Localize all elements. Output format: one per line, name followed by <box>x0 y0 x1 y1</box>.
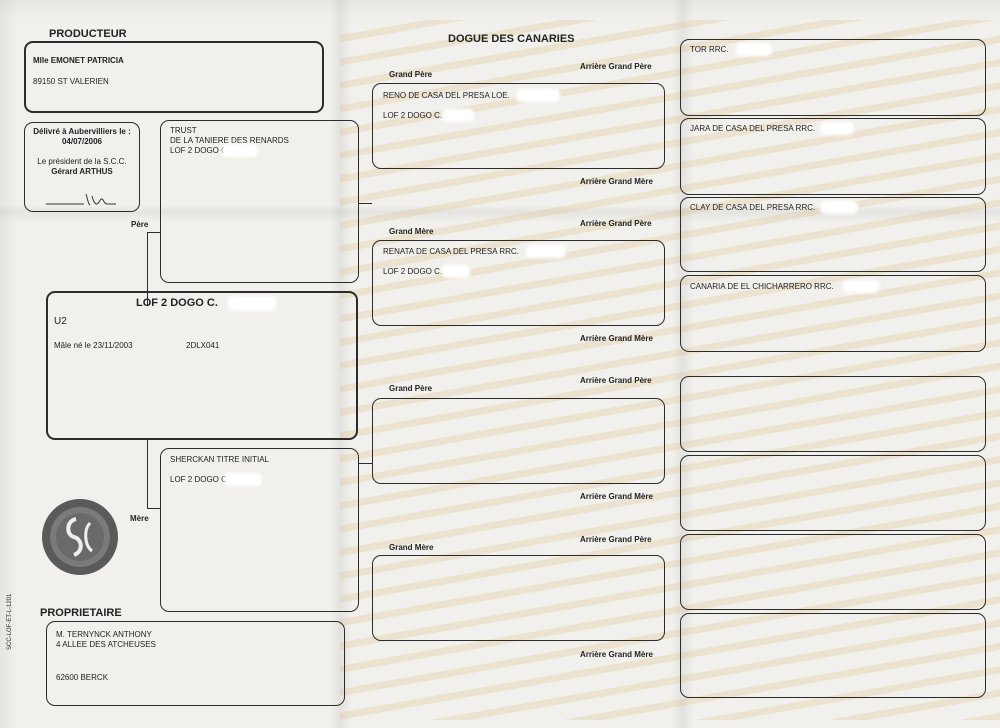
mother-box <box>160 448 359 612</box>
dog-sex-birth: Mâle né le 23/11/2003 <box>54 341 133 350</box>
owner-box <box>46 621 345 706</box>
form-code: SCC-LOF-ET-L-1201 <box>7 593 13 650</box>
dog-box <box>46 291 358 440</box>
grandmother-label: Grand Mère <box>389 227 434 236</box>
ancestor-box-7 <box>680 534 986 610</box>
ggm-label: Arrière Grand Mère <box>580 650 653 659</box>
ancestor-2-name: JARA DE CASA DEL PRESA RRC. <box>690 124 816 133</box>
owner-name: M. TERNYNCK ANTHONY <box>56 630 152 639</box>
ggf-label: Arrière Grand Père <box>580 535 652 544</box>
connector-line <box>147 508 161 509</box>
ggf-label: Arrière Grand Père <box>580 376 652 385</box>
connector-line <box>359 463 372 464</box>
ancestor-box-4 <box>680 275 986 352</box>
ancestor-3-name: CLAY DE CASA DEL PRESA RRC. <box>690 203 816 212</box>
redaction <box>444 267 468 276</box>
signature-image <box>46 193 116 206</box>
owner-street: 4 ALLEE DES ATCHEUSES <box>56 640 156 649</box>
ancestor-4-name: CANARIA DE EL CHICHARRERO RRC. <box>690 282 834 291</box>
pat-grandfather-lof: LOF 2 DOGO C. <box>383 111 443 120</box>
dog-name: LOF 2 DOGO C. <box>136 297 218 309</box>
mother-label: Mère <box>130 514 149 523</box>
president-name: Gérard ARTHUS <box>51 167 113 176</box>
ggm-label: Arrière Grand Mère <box>580 177 653 186</box>
pat-grandfather-box <box>372 83 665 169</box>
ancestor-box-6 <box>680 455 986 531</box>
owner-city: 62600 BERCK <box>56 673 109 682</box>
mat-grandmother-box <box>372 555 665 641</box>
ancestor-1-name: TOR RRC. <box>690 45 729 54</box>
father-lof: LOF 2 DOGO C. <box>170 146 230 155</box>
producer-box <box>24 41 324 113</box>
grandfather-label: Grand Père <box>389 70 433 79</box>
scc-stamp-seal <box>42 499 118 575</box>
redaction <box>226 475 260 484</box>
issue-box <box>24 122 140 212</box>
pat-grandfather-name: RENO DE CASA DEL PRESA LOE. <box>383 91 510 100</box>
dog-code: U2 <box>54 316 67 327</box>
producer-name: Mlle EMONET PATRICIA <box>33 56 124 65</box>
ggm-label: Arrière Grand Mère <box>580 492 653 501</box>
redaction <box>822 124 852 133</box>
dog-id: 2DLX041 <box>186 341 220 350</box>
president-line: Le président de la S.C.C. <box>37 157 127 166</box>
connector-line <box>147 440 148 508</box>
breed-title: DOGUE DES CANARIES <box>448 33 575 45</box>
ancestor-box-5 <box>680 376 986 452</box>
father-kennel: DE LA TANIERE DES RENARDS <box>170 136 289 145</box>
ancestor-box-2 <box>680 118 986 195</box>
delivered-line: Délivré à Aubervilliers le : <box>33 127 131 136</box>
redaction <box>845 282 877 291</box>
ancestor-box-3 <box>680 197 986 272</box>
redaction <box>822 203 856 212</box>
redaction <box>738 45 770 54</box>
mother-name: SHERCKAN TITRE INITIAL <box>170 455 269 464</box>
redaction <box>230 298 274 309</box>
father-box <box>160 120 359 283</box>
owner-heading: PROPRIETAIRE <box>40 607 122 619</box>
connector-line <box>147 232 161 233</box>
mat-grandfather-box <box>372 398 665 484</box>
redaction <box>518 91 558 100</box>
mother-lof: LOF 2 DOGO C. <box>170 475 230 484</box>
ancestor-box-1 <box>680 39 986 116</box>
grandfather-label: Grand Père <box>389 384 433 393</box>
producer-heading: PRODUCTEUR <box>49 28 127 40</box>
ggf-label: Arrière Grand Père <box>580 219 652 228</box>
pat-grandmother-lof: LOF 2 DOGO C. <box>383 267 443 276</box>
producer-address: 89150 ST VALERIEN <box>33 77 109 86</box>
ggf-label: Arrière Grand Père <box>580 62 652 71</box>
connector-line <box>359 203 372 204</box>
issue-date: 04/07/2006 <box>61 137 103 146</box>
redaction <box>224 146 256 155</box>
connector-line <box>147 232 148 306</box>
redaction <box>444 111 472 120</box>
pat-grandmother-box <box>372 240 665 326</box>
ancestor-box-8 <box>680 613 986 698</box>
grandmother-label: Grand Mère <box>389 543 434 552</box>
pat-grandmother-name: RENATA DE CASA DEL PRESA RRC. <box>383 247 519 256</box>
redaction <box>528 247 564 256</box>
ggm-label: Arrière Grand Mère <box>580 334 653 343</box>
father-label: Père <box>131 220 149 229</box>
father-name: TRUST <box>170 126 197 135</box>
